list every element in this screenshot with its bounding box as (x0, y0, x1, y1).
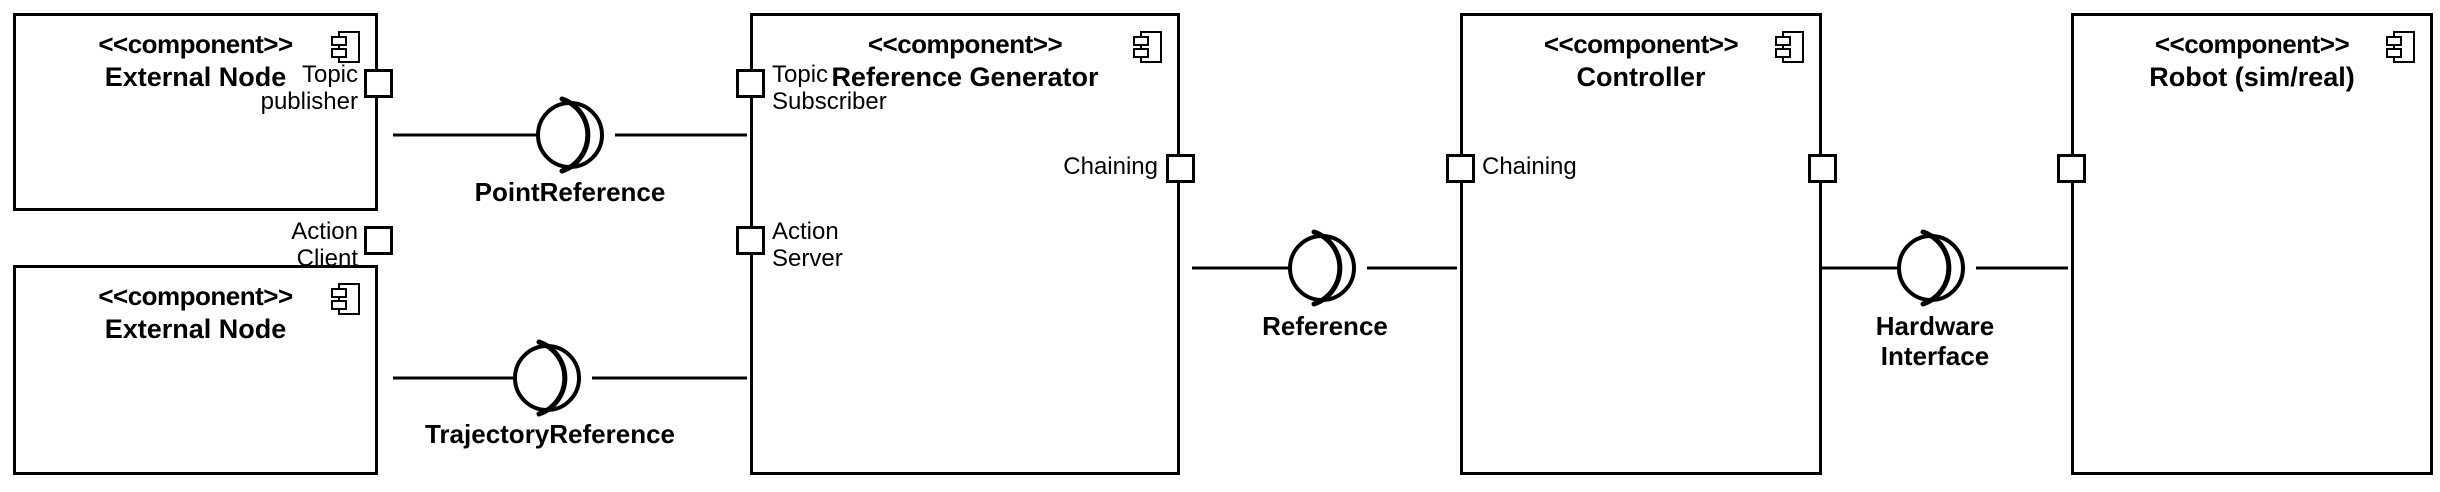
port-hw-out[interactable] (1808, 154, 1837, 183)
port-chaining-out[interactable] (1166, 154, 1195, 183)
port-chaining-in[interactable] (1446, 154, 1475, 183)
component-stereotype: <<component>> (2154, 29, 2350, 59)
component-icon (1775, 31, 1804, 63)
component-icon (331, 31, 360, 63)
component-stereotype: <<component>> (867, 29, 1063, 59)
component-robot[interactable]: <<component>> Robot (sim/real) (2071, 13, 2433, 475)
port-action-client[interactable] (364, 226, 393, 255)
component-header-robot: <<component>> Robot (sim/real) (2074, 29, 2430, 93)
component-controller[interactable]: <<component>> Controller (1460, 13, 1822, 475)
component-name: Robot (sim/real) (2149, 61, 2355, 92)
component-header-external-node-action: <<component>> External Node (16, 281, 375, 345)
port-action-server[interactable] (736, 226, 765, 255)
component-name: Reference Generator (831, 61, 1099, 92)
component-icon (331, 283, 360, 315)
component-name: External Node (104, 61, 287, 92)
component-stereotype: <<component>> (98, 29, 293, 59)
required-interface-socket-hardware-interface (1920, 229, 1952, 307)
required-interface-socket-point-reference (559, 96, 591, 174)
component-name: Controller (1576, 61, 1706, 92)
provided-interface-ball-point-reference (536, 101, 604, 169)
component-header-external-node-topic: <<component>> External Node (16, 29, 375, 93)
component-name: External Node (104, 313, 287, 344)
port-topic-publisher[interactable] (364, 69, 393, 98)
provided-interface-ball-reference (1288, 234, 1356, 302)
component-icon (1133, 31, 1162, 63)
provided-interface-ball-hardware-interface (1897, 234, 1965, 302)
component-external-node-action[interactable]: <<component>> External Node (13, 265, 378, 475)
component-stereotype: <<component>> (1543, 29, 1739, 59)
provided-interface-ball-trajectory-reference (513, 344, 581, 412)
component-header-reference-generator: <<component>> Reference Generator (753, 29, 1177, 93)
port-topic-subscriber[interactable] (736, 69, 765, 98)
component-external-node-topic[interactable]: <<component>> External Node (13, 13, 378, 211)
component-reference-generator[interactable]: <<component>> Reference Generator (750, 13, 1180, 475)
component-header-controller: <<component>> Controller (1463, 29, 1819, 93)
component-icon (2386, 31, 2415, 63)
port-hw-in[interactable] (2057, 154, 2086, 183)
component-stereotype: <<component>> (98, 281, 293, 311)
required-interface-socket-reference (1311, 229, 1343, 307)
required-interface-socket-trajectory-reference (536, 339, 568, 417)
